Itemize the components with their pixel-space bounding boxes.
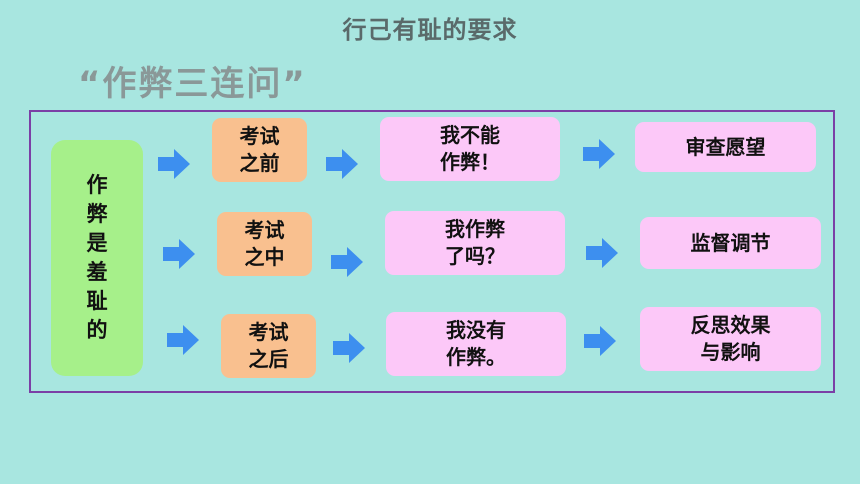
action-box-during: 监督调节 [640,217,821,269]
left-label-char: 耻 [86,289,108,313]
question-box-during: 我作弊 了吗？ [385,211,565,275]
stage-box-during: 考试 之中 [217,212,312,276]
arrow-right-icon [167,325,199,355]
question-label: 我作弊 了吗？ [445,217,505,268]
arrow-right-icon [326,149,358,179]
action-label: 审查愿望 [685,134,766,159]
left-label-char: 羞 [86,260,108,284]
arrow-right-icon [586,238,618,268]
arrow-right-icon [333,333,365,363]
action-box-after: 反思效果 与影响 [640,307,821,371]
stage-label: 考试 之中 [244,218,285,269]
left-label-char: 作 [86,173,108,197]
stage-box-after: 考试 之后 [221,314,316,378]
subtitle: “作弊三连问” [78,64,307,104]
action-label: 监督调节 [690,230,771,255]
question-label: 我不能 作弊！ [440,123,500,174]
question-box-after: 我没有 作弊。 [386,312,566,376]
arrow-right-icon [584,326,616,356]
arrow-right-icon [158,149,190,179]
stage-label: 考试 之后 [248,320,289,371]
question-box-before: 我不能 作弊！ [380,117,560,181]
arrow-right-icon [163,239,195,269]
left-label-char: 弊 [86,202,108,226]
arrow-right-icon [331,247,363,277]
left-label-char: 是 [86,231,108,255]
left-label-char: 的 [86,318,108,342]
arrow-right-icon [583,139,615,169]
action-label: 反思效果 与影响 [690,313,771,364]
page-title: 行己有耻的要求 [342,16,518,44]
stage-box-before: 考试 之前 [212,118,307,182]
question-label: 我没有 作弊。 [446,318,506,369]
diagram-frame [29,110,835,393]
left-label-box: 作 弊 是 羞 耻 的 [51,140,143,376]
stage-label: 考试 之前 [239,124,280,175]
action-box-before: 审查愿望 [635,122,816,172]
